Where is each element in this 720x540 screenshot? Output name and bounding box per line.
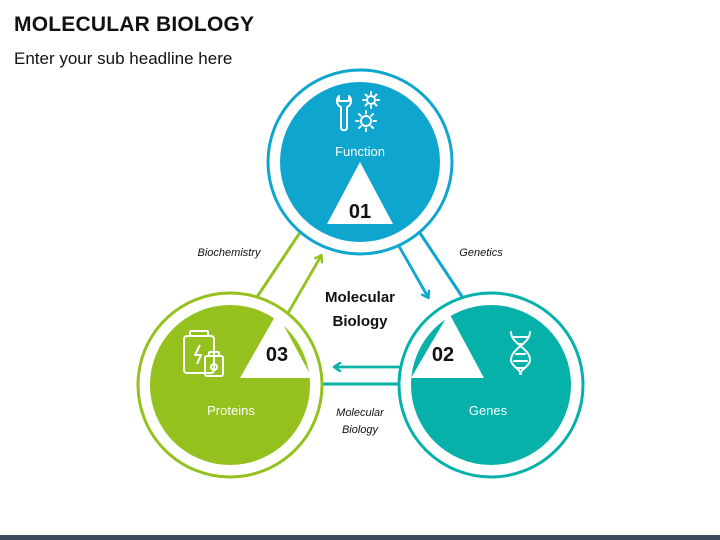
center-label-line1: Molecular	[325, 289, 395, 306]
node-function-label: Function	[335, 144, 385, 159]
node-genes-disc	[411, 305, 571, 465]
node-function-number: 01	[349, 201, 371, 223]
center-label-line2: Biology	[333, 313, 389, 330]
node-genes-number: 02	[432, 344, 454, 366]
node-proteins-number: 03	[266, 344, 288, 366]
edge-label-genetics: Genetics	[459, 247, 503, 259]
connector-function-genes	[412, 223, 465, 299]
edge-label-molecular-biology-line1: Molecular	[336, 407, 385, 419]
wrench-gears-icon	[335, 91, 380, 132]
page-title: MOLECULAR BIOLOGY	[14, 13, 255, 36]
node-function: Function 01	[266, 68, 454, 256]
protein-jars-icon	[183, 330, 224, 377]
edge-label-molecular-biology-line2: Biology	[342, 424, 380, 436]
node-proteins-disc	[150, 305, 310, 465]
node-proteins: Proteins 03	[136, 291, 324, 479]
node-proteins-notch	[240, 313, 312, 378]
node-proteins-label: Proteins	[207, 403, 255, 418]
page-subtitle: Enter your sub headline here	[14, 49, 233, 68]
node-genes-notch	[411, 313, 484, 378]
arrow-proteins-to-function	[282, 256, 321, 321]
node-genes-label: Genes	[469, 403, 508, 418]
node-genes: Genes 02	[397, 291, 585, 479]
node-function-notch	[327, 162, 393, 224]
connector-proteins-function	[253, 224, 307, 301]
dna-icon	[509, 331, 532, 375]
edge-label-biochemistry: Biochemistry	[198, 247, 262, 259]
bottom-bar	[0, 535, 720, 540]
